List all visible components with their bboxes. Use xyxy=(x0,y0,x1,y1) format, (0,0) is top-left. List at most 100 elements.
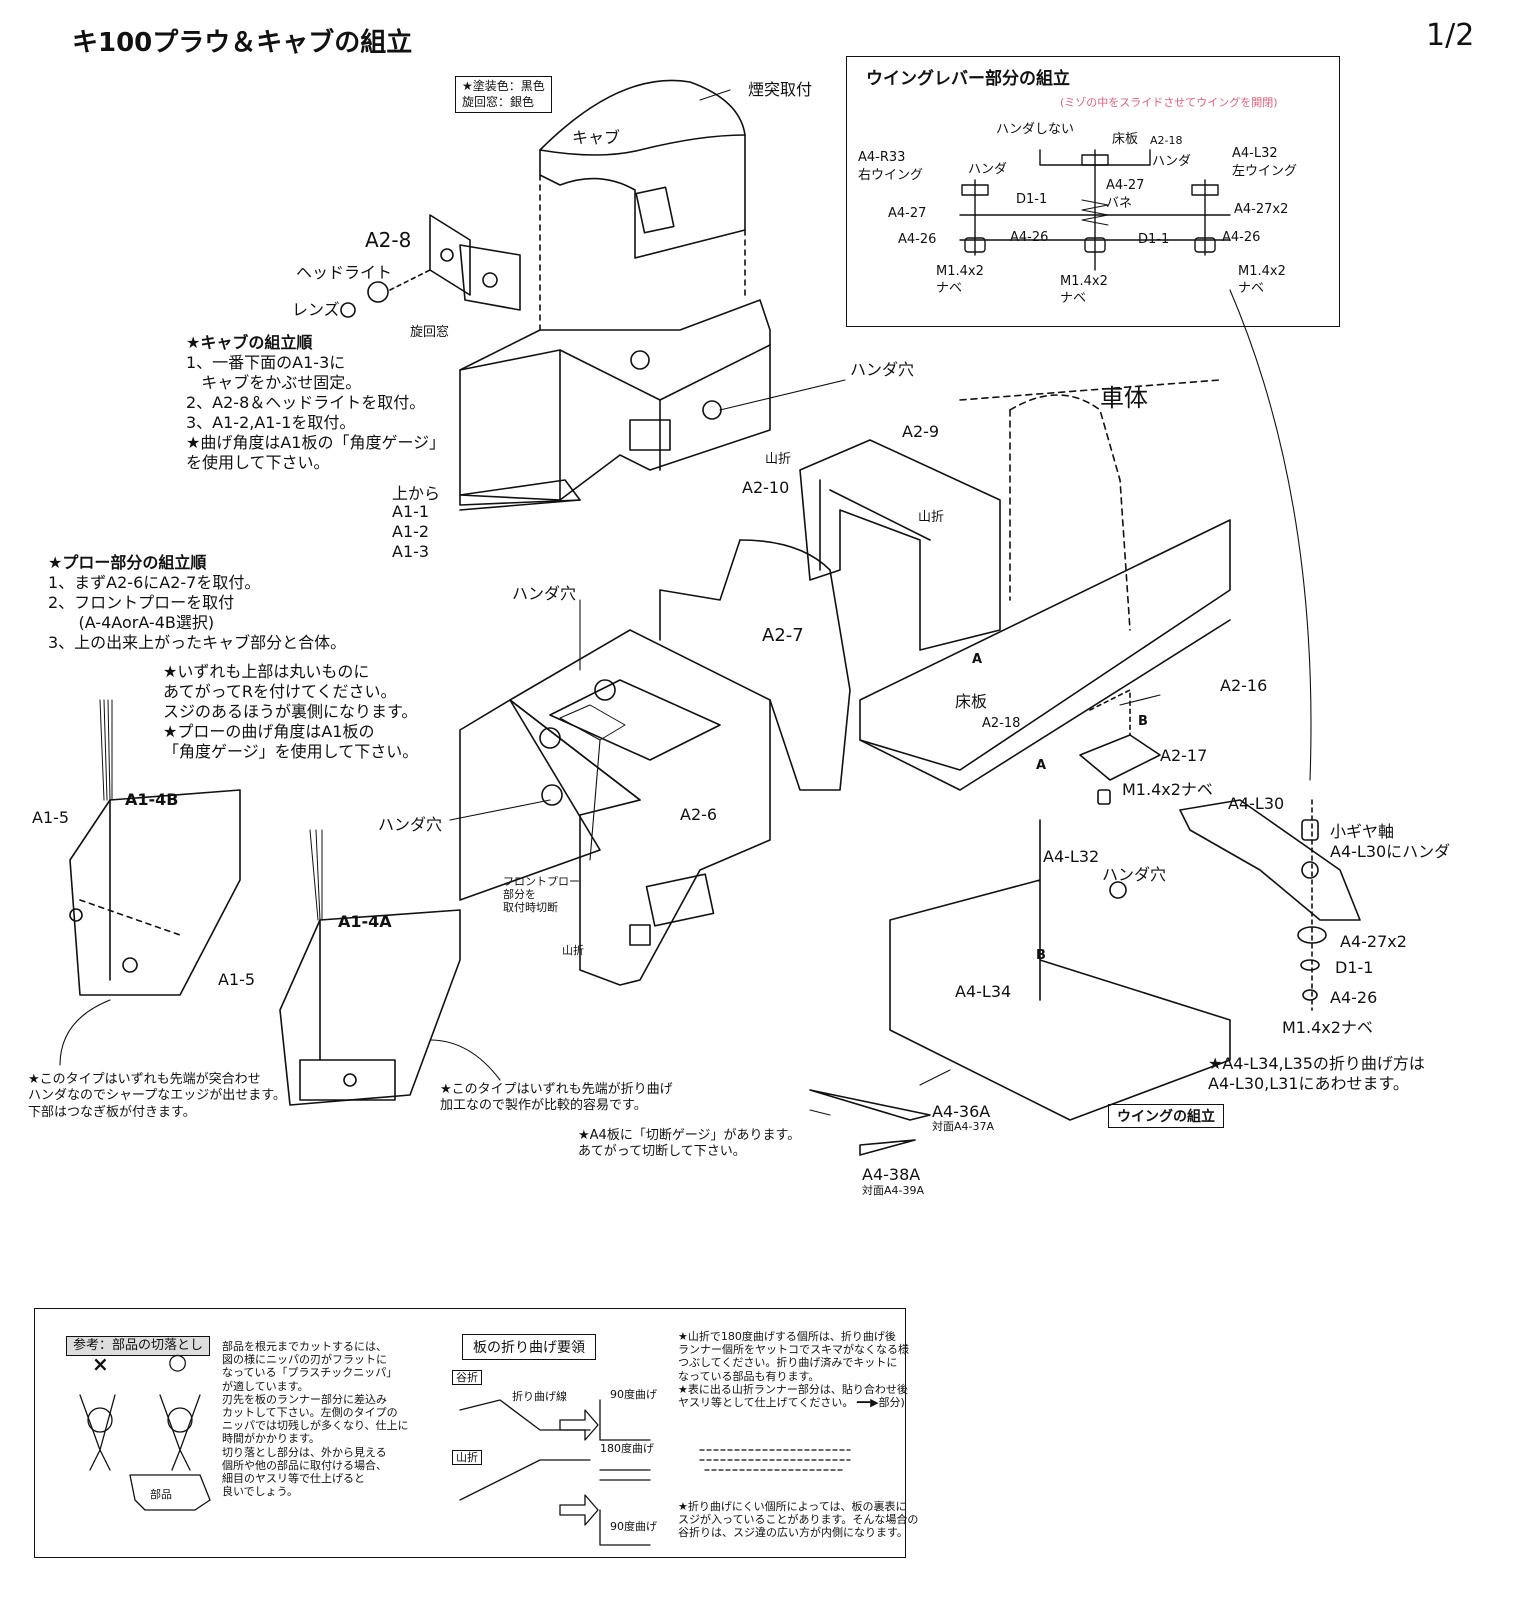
ref-line: 図の様にニッパの刃がフラットに xyxy=(222,1353,387,1367)
label-mountain-fold-2: 山折 xyxy=(918,510,945,525)
ref-line: なっている「プラスチックニッパ」 xyxy=(222,1366,398,1380)
ref-text: 部品を根元までカットするには、 図の様にニッパの刃がフラットに なっている「プラ… xyxy=(222,1340,409,1498)
fold-180: 180度曲げ xyxy=(600,1442,654,1455)
wing-lever-title: ウイングレバー部分の組立 xyxy=(866,69,1070,89)
label-headlight: ヘッドライト xyxy=(296,263,393,282)
plow-step-line: (A-4AorA-4B選択) xyxy=(48,613,215,632)
fold-mountain-label: 山折 xyxy=(452,1450,482,1466)
plow-step-line: 2、フロントプローを取付 xyxy=(48,593,235,612)
mark-wrong: × xyxy=(92,1352,109,1376)
label-a2-18: A2-18 xyxy=(982,716,1021,731)
label-a2-16: A2-16 xyxy=(1220,676,1268,695)
wl-m14x2-left: M1.4x2 xyxy=(936,264,984,279)
plow-step-line: 3、上の出来上がったキャブ部分と合体。 xyxy=(48,633,347,652)
wl-nabe-left: ナベ xyxy=(936,281,963,296)
label-solder-hole-3: ハンダ穴 xyxy=(378,815,443,834)
label-small-gear: 小ギヤ軸 xyxy=(1330,822,1395,841)
fold-note-line: スジが入っていることがあります。そんな場合の xyxy=(678,1513,919,1527)
wl-d1-1-left: D1-1 xyxy=(1016,192,1048,207)
round-note-line: ★プローの曲げ角度はA1板の xyxy=(163,722,375,741)
reference-panel xyxy=(34,1308,906,1558)
plow-steps: ★プロー部分の組立順 1、まずA2-6にA2-7を取付。 2、フロントプローを取… xyxy=(48,553,346,653)
wing-assembly-title: ウイングの組立 xyxy=(1108,1104,1224,1128)
note-line: ★A4-L34,L35の折り曲げ方は xyxy=(1208,1054,1425,1073)
label-m14x2-nabe-2: M1.4x2ナベ xyxy=(1282,1018,1373,1037)
wl-a4-27-center: A4-27 xyxy=(1106,178,1145,193)
note-line: ★このタイプはいずれも先端が突合わせ xyxy=(28,1072,261,1087)
wl-nabe-center: ナベ xyxy=(1060,291,1087,306)
note-line: ★このタイプはいずれも先端が折り曲げ xyxy=(440,1082,673,1097)
cab-steps-title: ★キャブの組立順 xyxy=(186,333,313,352)
wl-a4-27-left: A4-27 xyxy=(888,206,927,221)
plow-steps-title: ★プロー部分の組立順 xyxy=(48,553,207,572)
wl-a4-26-center: A4-26 xyxy=(1010,230,1049,245)
cab-step-line: 3、A1-2,A1-1を取付。 xyxy=(186,413,356,432)
wl-spring: バネ xyxy=(1106,196,1133,211)
ref-line: 時間がかかります。 xyxy=(222,1432,320,1446)
label-floor: 床板 xyxy=(955,692,988,711)
note-type-a: ★このタイプはいずれも先端が折り曲げ 加工なので製作が比較的容易です。 xyxy=(440,1082,673,1115)
wl-no-solder: ハンダしない xyxy=(996,122,1075,137)
wl-floor: 床板 xyxy=(1112,132,1139,147)
plow-a1-4b-drawing xyxy=(69,699,241,996)
label-mountain-fold-3: 山折 xyxy=(562,944,584,957)
label-a4-37a: 対面A4-37A xyxy=(932,1120,995,1133)
cab-step-line: を使用して下さい。 xyxy=(186,453,330,472)
fold-note-line: ★表に出る山折ランナー部分は、貼り合わせ後 xyxy=(678,1382,908,1396)
plow-a1-4a-drawing xyxy=(279,829,461,1106)
label-a-mark-2: A xyxy=(1036,758,1047,773)
label-solder-hole-4: ハンダ穴 xyxy=(1102,865,1167,884)
note-line: あてがって切断して下さい。 xyxy=(578,1144,746,1160)
label-a4-l30: A4-L30 xyxy=(1228,794,1285,813)
fold-90-b: 90度曲げ xyxy=(610,1520,657,1533)
label-a4-27x2: A4-27x2 xyxy=(1340,932,1407,951)
label-a2-10: A2-10 xyxy=(742,478,790,497)
label-rotating-window: 旋回窓 xyxy=(410,325,450,340)
label-front-plow-cut: フロントプロー 部分を 取付時切断 xyxy=(503,875,580,915)
wing-lever-subtitle: (ミゾの中をスライドさせてウイングを開閉) xyxy=(1060,96,1278,109)
note-wing-fold: ★A4-L34,L35の折り曲げ方は A4-L30,L31にあわせます。 xyxy=(1208,1054,1425,1094)
label-m14x2-nabe-1: M1.4x2ナベ xyxy=(1122,780,1213,799)
wl-a4-26-left: A4-26 xyxy=(898,232,937,247)
ref-line: カットして下さい。左側のタイプの xyxy=(222,1405,398,1419)
wl-m14x2-right: M1.4x2 xyxy=(1238,264,1286,279)
round-note-line: スジのあるほうが裏側になります。 xyxy=(163,702,418,721)
wing-lever-inset-drawing xyxy=(959,149,1231,271)
label-a1-1: A1-1 xyxy=(392,502,430,521)
wing-lever-panel xyxy=(846,56,1340,327)
label-solder-to-l30: A4-L30にハンダ xyxy=(1330,842,1451,861)
wl-a4-l32: A4-L32 xyxy=(1232,146,1278,161)
leader-lines xyxy=(59,89,1312,1116)
ref-line: が適しています。 xyxy=(222,1379,309,1393)
fold-note-line: ★折り曲げにくい個所によっては、板の裏表に xyxy=(678,1500,907,1513)
wl-a4-r33: A4-R33 xyxy=(858,150,906,165)
bracket-a2-16-drawing xyxy=(1079,689,1161,805)
label-from-top: 上から xyxy=(392,484,441,503)
round-note: ★いずれも上部は丸いものに あてがってRを付けてください。 スジのあるほうが裏側… xyxy=(163,662,418,762)
page-title: キ100プラウ＆キャブの組立 xyxy=(72,28,413,58)
parts-label: 部品 xyxy=(150,1488,172,1501)
label-mountain-fold-1: 山折 xyxy=(765,452,792,467)
fold-note-line: ★山折で180度曲げする個所は、折り曲げ後 xyxy=(678,1330,896,1343)
fold-90-a: 90度曲げ xyxy=(610,1388,657,1401)
label-a4-36a: A4-36A xyxy=(932,1102,991,1121)
plow-drawing xyxy=(459,539,851,986)
body-drawing xyxy=(859,379,1231,791)
page-number: 1/2 xyxy=(1426,18,1475,53)
ref-line: 良いでしょう。 xyxy=(222,1485,299,1499)
ref-line: 刃先を板のランナー部分に差込み xyxy=(222,1392,387,1406)
round-note-line: 「角度ゲージ」を使用して下さい。 xyxy=(163,742,419,761)
frame-a2-9-drawing xyxy=(799,439,1001,651)
label-b-mark-2: B xyxy=(1036,948,1046,963)
fold-note-line: ヤスリ等として仕上げてください。 ━━▶部分) xyxy=(678,1395,905,1409)
label-d1-1: D1-1 xyxy=(1335,958,1374,977)
wl-a4-27x2-right: A4-27x2 xyxy=(1234,202,1289,217)
wl-solder-right: ハンダ xyxy=(1152,154,1192,169)
plow-step-line: 1、まずA2-6にA2-7を取付。 xyxy=(48,573,261,592)
label-cab: キャブ xyxy=(572,128,621,147)
note-line: ★A4板に「切断ゲージ」があります。 xyxy=(578,1128,801,1143)
label-solder-hole-2: ハンダ穴 xyxy=(512,584,577,603)
label-a1-4b: A1-4B xyxy=(125,790,179,809)
label-a1-4a: A1-4A xyxy=(338,912,392,931)
wl-a4-26-right: A4-26 xyxy=(1222,230,1261,245)
